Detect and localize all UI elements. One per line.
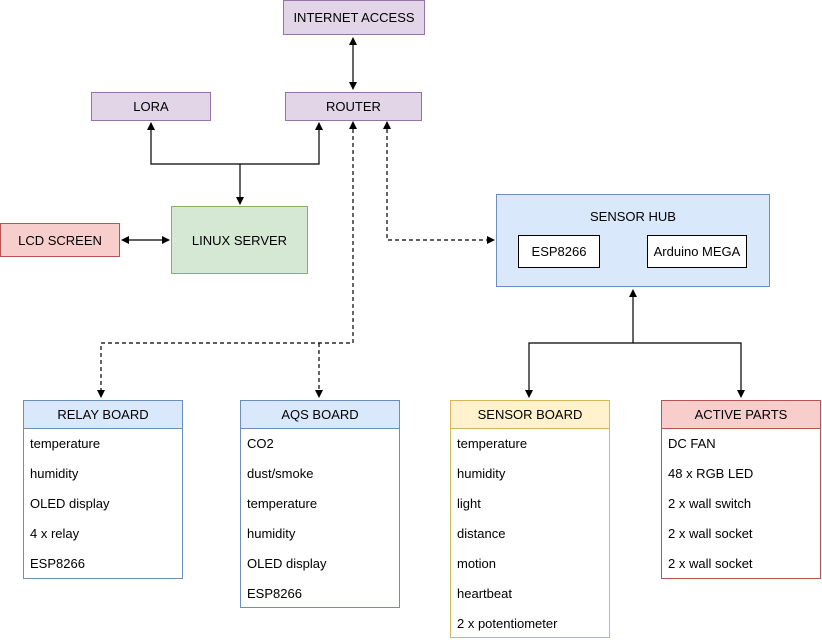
list-item: temperature [247, 496, 318, 511]
list-item: dust/smoke [247, 466, 314, 481]
sensor-board-card: SENSOR BOARD temperature humidity light … [450, 400, 610, 638]
esp8266-node: ESP8266 [518, 235, 600, 268]
aqs-board-title: AQS BOARD [241, 401, 399, 429]
esp8266-label: ESP8266 [531, 244, 587, 259]
list-item: heartbeat [457, 586, 512, 601]
list-item: 48 x RGB LED [668, 466, 754, 481]
list-item: ESP8266 [247, 586, 302, 601]
internet-access-node: INTERNET ACCESS [283, 0, 425, 35]
aqs-board-card: AQS BOARD CO2 dust/smoke temperature hum… [240, 400, 400, 608]
relay-board-title: RELAY BOARD [24, 401, 182, 429]
list-item: DC FAN [668, 436, 716, 451]
lcd-screen-node: LCD SCREEN [0, 223, 120, 257]
sensor-hub-title: SENSOR HUB [590, 209, 676, 224]
router-hub-link [383, 121, 495, 244]
active-parts-title: ACTIVE PARTS [662, 401, 820, 429]
list-item: humidity [30, 466, 79, 481]
list-item: temperature [457, 436, 528, 451]
list-item: ESP8266 [30, 556, 85, 571]
lora-label: LORA [133, 99, 169, 114]
active-parts-list: DC FAN 48 x RGB LED 2 x wall switch 2 x … [662, 429, 820, 579]
sensor-board-title: SENSOR BOARD [451, 401, 609, 429]
router-boards-link [97, 121, 357, 398]
router-node: ROUTER [285, 92, 422, 121]
hub-branch-link [525, 342, 745, 398]
linux-server-node: LINUX SERVER [171, 206, 308, 274]
list-item: 2 x wall socket [668, 526, 753, 541]
active-parts-card: ACTIVE PARTS DC FAN 48 x RGB LED 2 x wal… [661, 400, 821, 579]
list-item: 4 x relay [30, 526, 80, 541]
relay-board-list: temperature humidity OLED display 4 x re… [24, 429, 182, 579]
arduino-mega-label: Arduino MEGA [653, 244, 741, 259]
list-item: motion [457, 556, 497, 571]
lcd-screen-label: LCD SCREEN [18, 232, 102, 248]
lora-linux-link [147, 122, 323, 165]
router-label: ROUTER [326, 99, 381, 114]
aqs-board-list: CO2 dust/smoke temperature humidity OLED… [241, 429, 399, 609]
sensor-board-list: temperature humidity light distance moti… [451, 429, 609, 639]
list-item: humidity [247, 526, 296, 541]
list-item: distance [457, 526, 506, 541]
list-item: CO2 [247, 436, 274, 451]
internet-access-label: INTERNET ACCESS [293, 10, 415, 25]
relay-board-card: RELAY BOARD temperature humidity OLED di… [23, 400, 183, 579]
list-item: 2 x wall switch [668, 496, 752, 511]
linux-server-label: LINUX SERVER [191, 232, 288, 248]
list-item: 2 x potentiometer [457, 616, 558, 631]
list-item: 2 x wall socket [668, 556, 753, 571]
list-item: OLED display [30, 496, 110, 511]
list-item: OLED display [247, 556, 327, 571]
arduino-mega-node: Arduino MEGA [647, 235, 747, 268]
list-item: light [457, 496, 481, 511]
list-item: temperature [30, 436, 101, 451]
list-item: humidity [457, 466, 506, 481]
lora-node: LORA [91, 92, 211, 121]
